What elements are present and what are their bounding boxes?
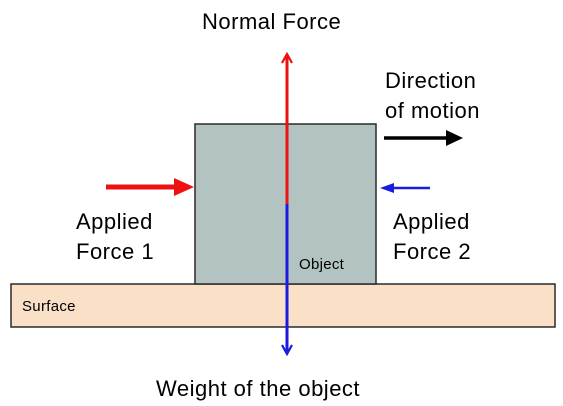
direction-of-motion-arrow-head bbox=[446, 130, 463, 146]
applied-force-2-label-line-1: Applied bbox=[393, 209, 470, 234]
applied-force-2-arrow-head bbox=[380, 183, 394, 193]
applied-force-2-label-line-2: Force 2 bbox=[393, 239, 472, 264]
direction-label-line-2: of motion bbox=[385, 98, 480, 123]
object-label: Object bbox=[299, 256, 345, 273]
applied-force-1-label-line-1: Applied bbox=[76, 209, 153, 234]
normal-force-label: Normal Force bbox=[202, 9, 342, 34]
direction-label-line-1: Direction bbox=[385, 68, 477, 93]
weight-label: Weight of the object bbox=[156, 376, 361, 401]
applied-force-1-label-line-2: Force 1 bbox=[76, 239, 155, 264]
applied-force-1-arrow-head bbox=[174, 178, 194, 196]
surface-block bbox=[10, 283, 556, 328]
surface-label: Surface bbox=[22, 298, 76, 315]
